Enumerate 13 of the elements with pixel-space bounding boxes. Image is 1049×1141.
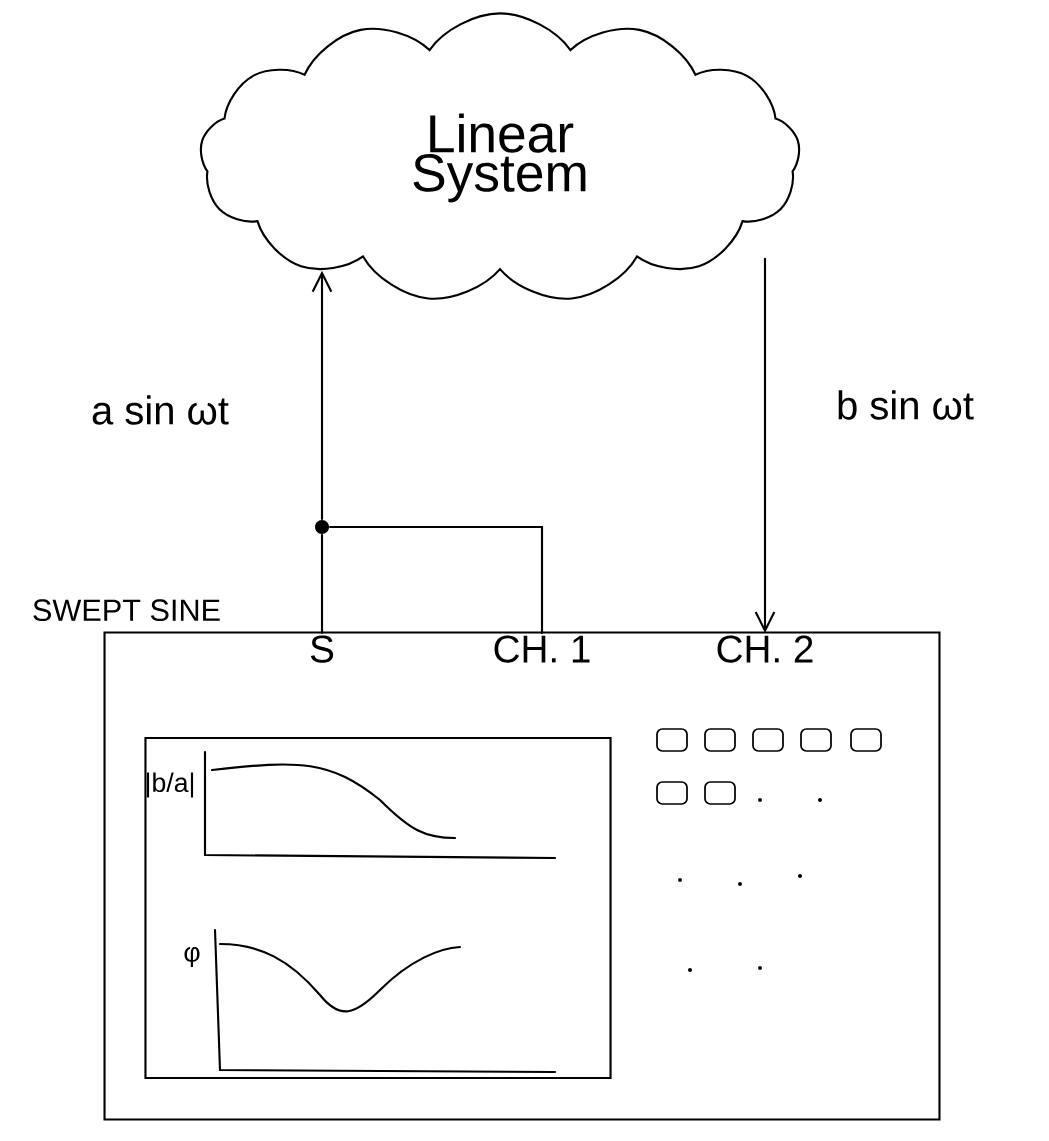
port-label: CH. 1 bbox=[494, 635, 590, 663]
edge-label: b sin ωt bbox=[838, 390, 974, 420]
arrow bbox=[311, 270, 333, 520]
arrow bbox=[754, 257, 776, 633]
port-label: CH. 2 bbox=[717, 635, 813, 663]
port-label: S bbox=[310, 635, 334, 663]
analyzer-box bbox=[103, 631, 941, 1121]
junction-dot bbox=[315, 520, 329, 534]
axis-label: φ bbox=[184, 947, 200, 967]
edge-label: a sin ωt bbox=[92, 395, 229, 425]
axis-label: |b/a| bbox=[146, 772, 194, 798]
display-screen bbox=[144, 736, 612, 1080]
side-label: SWEPT SINE bbox=[33, 599, 220, 622]
